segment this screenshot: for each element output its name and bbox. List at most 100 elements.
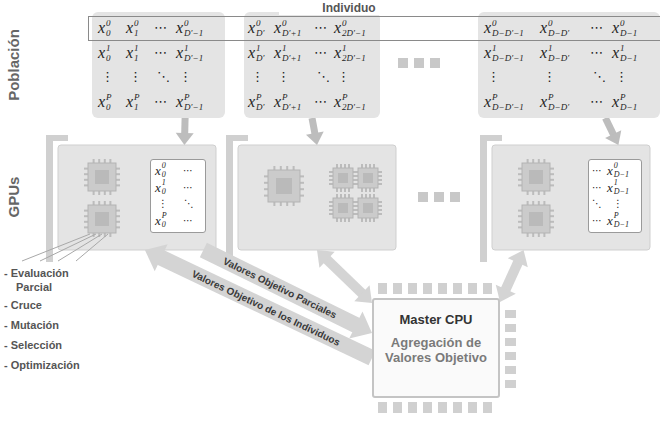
- variable-symbol: x: [540, 18, 547, 38]
- chip-pin: [116, 168, 120, 170]
- chip-pin: [336, 188, 338, 192]
- index-stack: 0D−1: [620, 18, 637, 38]
- chip-die: [363, 173, 373, 183]
- cpu-pin: [483, 283, 492, 294]
- chip-pin: [353, 209, 357, 211]
- index-stack: PD′: [256, 92, 264, 112]
- superscript: 0: [342, 18, 366, 28]
- chip-pin: [538, 191, 540, 195]
- subscript: D−D′: [548, 102, 569, 112]
- subscript: D−D′: [548, 28, 569, 38]
- superscript: P: [134, 92, 140, 102]
- chip-pin: [109, 191, 111, 195]
- variable-symbol: x: [484, 18, 491, 38]
- ellipsis-square: [414, 58, 424, 68]
- matrix-cell: xPD−1: [612, 92, 637, 112]
- chip: [354, 194, 382, 222]
- ellipsis: ⋮: [337, 67, 350, 87]
- superscript: P: [162, 212, 167, 221]
- chip-pin: [116, 215, 120, 217]
- cpu-pin: [505, 352, 516, 360]
- cpu-pin: [505, 324, 516, 332]
- chip-pin: [550, 184, 554, 186]
- ellipsis: ⋯: [183, 179, 193, 196]
- matrix-cell: x1D′: [248, 43, 265, 63]
- chip-pin: [300, 188, 304, 190]
- ellipsis-square: [398, 58, 408, 68]
- ellipsis: ⋯: [154, 92, 167, 112]
- chip: [329, 194, 357, 222]
- card-bracket: [480, 135, 487, 262]
- chip-pin: [84, 168, 88, 170]
- chip-pin: [518, 173, 522, 175]
- chip-pin: [344, 188, 346, 192]
- matrix-cell: xP0: [155, 212, 167, 229]
- arrow-shaft: [326, 259, 362, 294]
- chip-pin: [378, 179, 382, 181]
- chip-pin: [286, 166, 288, 170]
- chip-pin: [353, 201, 357, 203]
- matrix-cell: x0D′+1: [274, 18, 301, 38]
- chip-pin: [329, 205, 333, 207]
- superscript: P: [614, 212, 629, 221]
- cpu-pin: [438, 402, 447, 413]
- chip-pin: [98, 191, 100, 195]
- matrix-cell: x1D−D′: [540, 43, 569, 63]
- chip: [518, 159, 554, 195]
- chip-pin: [264, 195, 268, 197]
- variable-symbol: x: [98, 18, 105, 38]
- arrow-shaft: [160, 257, 372, 358]
- chip-pin: [329, 213, 333, 215]
- ellipsis: ⋯: [314, 43, 327, 63]
- ellipsis: ⋱: [317, 67, 330, 87]
- chip-pin: [348, 164, 350, 168]
- index-stack: PD−1: [614, 212, 629, 229]
- chip-pin: [527, 201, 529, 205]
- chip-pin: [532, 191, 534, 195]
- cpu-pin: [505, 380, 516, 388]
- chip-pin: [116, 179, 120, 181]
- matrix-cell: xPD−D′: [540, 92, 569, 112]
- chip-pin: [116, 221, 120, 223]
- chip-pin: [300, 182, 304, 184]
- card-bracket: [46, 135, 53, 262]
- cpu-pin: [505, 366, 516, 374]
- index-stack: PD′+1: [282, 92, 301, 112]
- chip-pin: [353, 213, 357, 215]
- chip-pin: [378, 183, 382, 185]
- ellipsis: ⋮: [251, 67, 264, 87]
- population-block: x0D−D′−1x0D−D′⋯x0D−1x1D−D′−1x1D−D′⋯x1D−1…: [478, 12, 660, 118]
- chip-pin: [329, 171, 333, 173]
- chip-pin: [93, 159, 95, 163]
- superscript: 0: [184, 18, 203, 28]
- variable-symbol: x: [274, 18, 281, 38]
- cpu-pin: [483, 402, 492, 413]
- index-stack: P0: [106, 92, 112, 112]
- chip-pin: [518, 210, 522, 212]
- card-bracket-tab: [480, 135, 502, 141]
- chip-pin: [361, 164, 363, 168]
- arrow-head: [349, 312, 372, 339]
- leader-lines: [22, 234, 108, 261]
- superscript: 0: [548, 18, 569, 28]
- subscript: D′+1: [282, 28, 301, 38]
- ellipsis: ⋯: [590, 18, 603, 38]
- variable-symbol: x: [540, 43, 547, 63]
- chip-pin: [373, 188, 375, 192]
- chip-pin: [550, 215, 554, 217]
- chip-pin: [348, 218, 350, 222]
- chip: [518, 201, 554, 237]
- chip-pin: [354, 201, 358, 203]
- card-board: [58, 145, 216, 250]
- superscript: 1: [256, 43, 264, 53]
- subscript: D−D′−1: [492, 102, 524, 112]
- chip-pin: [365, 164, 367, 168]
- index-stack: 1D−D′: [548, 43, 569, 63]
- connector-arrow: [145, 244, 372, 358]
- superscript: 1: [134, 43, 139, 53]
- index-stack: P1: [134, 92, 140, 112]
- subscript: 0: [162, 171, 166, 180]
- ellipsis: ⋱: [157, 67, 170, 87]
- chip-body: [358, 168, 378, 188]
- index-stack: 1D−1: [614, 179, 629, 196]
